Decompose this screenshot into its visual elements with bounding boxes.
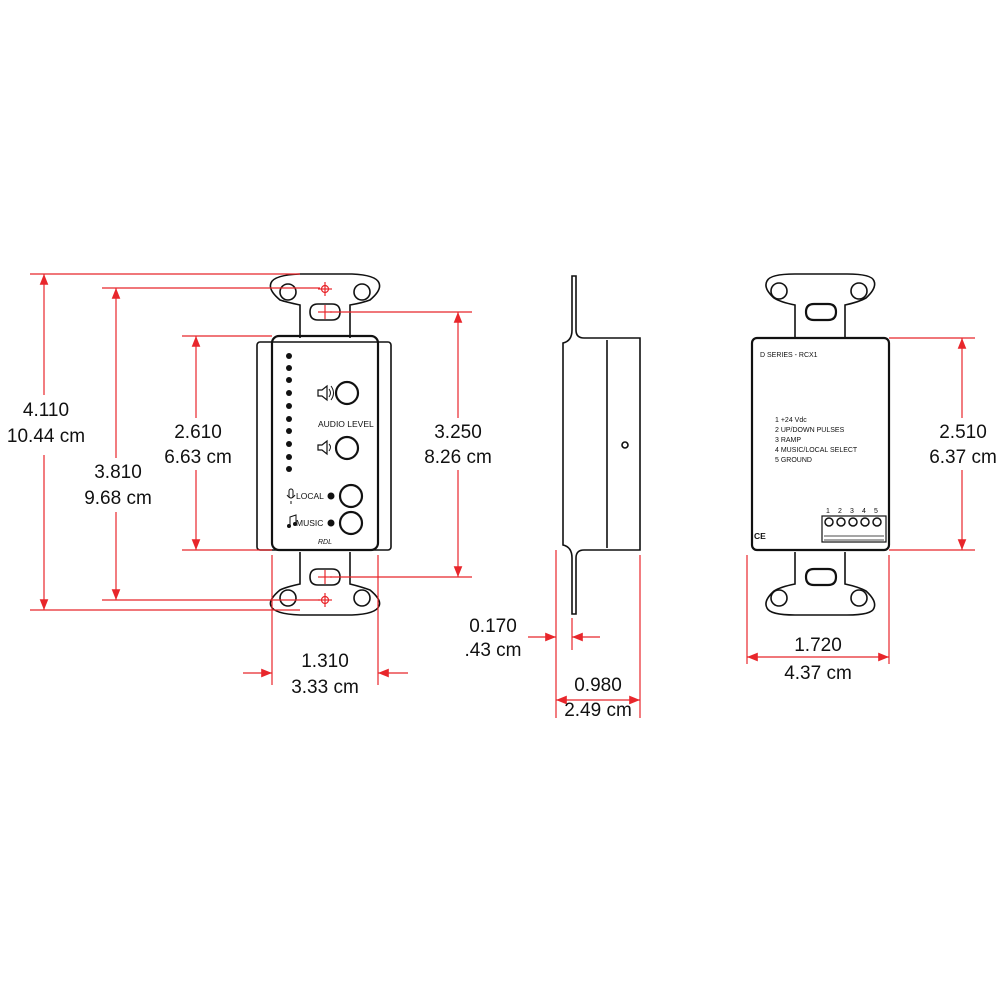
volume-up-button[interactable] <box>334 380 360 406</box>
terminal-number: 2 <box>838 508 842 515</box>
terminal-number: 1 <box>826 508 830 515</box>
pin-4-label: 4 MUSIC/LOCAL SELECT <box>775 447 858 454</box>
speaker-loud-icon <box>317 384 334 402</box>
local-button[interactable] <box>338 483 364 509</box>
pin-1-label: 1 +24 Vdc <box>775 417 807 424</box>
dim-flange-in: 0.170 <box>469 616 517 637</box>
dim-mount-spacing-in: 3.810 <box>94 462 142 483</box>
local-indicator <box>327 492 335 500</box>
music-note-icon <box>287 514 297 528</box>
audio-level-label: AUDIO LEVEL <box>318 419 374 429</box>
rear-dim-width-in: 1.720 <box>794 635 842 656</box>
terminal-number: 3 <box>850 508 854 515</box>
dim-body-height-cm: 8.26 cm <box>424 447 492 468</box>
volume-down-button[interactable] <box>334 435 360 461</box>
music-label: MUSIC <box>296 518 323 528</box>
mount-hole-center-marks <box>318 282 332 607</box>
dim-plate-height-in: 2.610 <box>174 422 222 443</box>
local-label: LOCAL <box>296 491 324 501</box>
music-indicator <box>327 519 335 527</box>
front-view: AUDIO LEVEL LOCAL MUSIC RDL <box>7 273 492 698</box>
terminal-number: 4 <box>862 508 866 515</box>
pin-5-label: 5 GROUND <box>775 457 812 464</box>
ce-mark: CE <box>754 531 766 541</box>
led-column <box>286 353 292 472</box>
dim-width-cm: 3.33 cm <box>291 677 359 698</box>
rear-dim-height-in: 2.510 <box>939 422 987 443</box>
pin-2-label: 2 UP/DOWN PULSES <box>775 427 845 434</box>
music-button[interactable] <box>338 510 364 536</box>
dim-mount-spacing-cm: 9.68 cm <box>84 488 152 509</box>
dim-flange-cm: .43 cm <box>464 640 521 661</box>
speaker-soft-icon <box>317 439 331 456</box>
dim-overall-height-cm: 10.44 cm <box>7 426 85 447</box>
terminal-block: 1 2 3 4 5 <box>821 508 887 543</box>
pin-3-label: 3 RAMP <box>775 437 801 444</box>
dim-body-height-in: 3.250 <box>434 422 482 443</box>
rear-dim-width-cm: 4.37 cm <box>784 663 852 684</box>
brand-logo: RDL <box>318 539 332 546</box>
dim-width-in: 1.310 <box>301 651 349 672</box>
side-view: 0.170 .43 cm 0.980 2.49 cm <box>464 275 641 721</box>
model-label: D SERIES - RCX1 <box>760 352 818 359</box>
dim-overall-height-in: 4.110 <box>23 400 69 421</box>
dim-depth-in: 0.980 <box>574 675 622 696</box>
microphone-icon <box>286 488 296 504</box>
dim-depth-cm: 2.49 cm <box>564 700 632 721</box>
rear-dim-height-cm: 6.37 cm <box>929 447 997 468</box>
rear-view: D SERIES - RCX1 1 +24 Vdc 2 UP/DOWN PULS… <box>746 273 997 684</box>
terminal-number: 5 <box>874 508 878 515</box>
dim-plate-height-cm: 6.63 cm <box>164 447 232 468</box>
